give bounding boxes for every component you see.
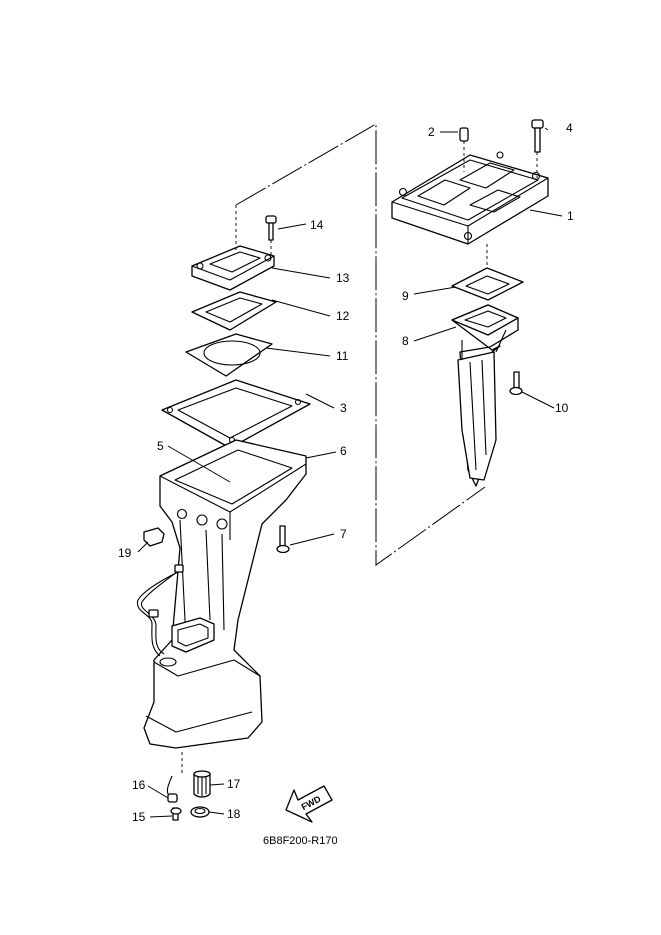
part-8-exhaust-guide[interactable] — [451, 304, 519, 487]
part-10-bolt[interactable] — [509, 371, 523, 396]
callout-leader-lines — [137, 127, 563, 818]
callout-label-8: 8 — [402, 334, 409, 348]
diagram-code: 6B8F200-R170 — [263, 835, 338, 847]
part-19-plug[interactable] — [143, 527, 165, 547]
part-4-bolt[interactable] — [531, 119, 544, 178]
callout-label-17: 17 — [227, 777, 241, 791]
part-3-gasket[interactable] — [161, 379, 311, 449]
callout-label-2: 2 — [428, 125, 435, 139]
callout-label-18: 18 — [227, 807, 241, 821]
callout-label-5: 5 — [157, 439, 164, 453]
callout-label-10: 10 — [555, 401, 569, 415]
part-2-dowel-pin[interactable] — [459, 127, 469, 172]
callout-label-15: 15 — [132, 810, 146, 824]
callout-label-6: 6 — [340, 444, 347, 458]
callout-label-1: 1 — [567, 209, 574, 223]
callout-label-7: 7 — [340, 527, 347, 541]
part-9-gasket[interactable] — [451, 244, 524, 301]
callout-label-9: 9 — [402, 289, 409, 303]
callout-label-12: 12 — [336, 309, 350, 323]
part-13-upper-plate[interactable] — [191, 205, 275, 291]
part-12-gasket[interactable] — [191, 291, 277, 331]
callout-label-14: 14 — [310, 218, 324, 232]
callout-label-11: 11 — [336, 349, 349, 363]
callout-label-4: 4 — [566, 121, 573, 135]
callout-numbers: 1 2 3 4 5 6 7 8 9 10 11 12 13 14 15 16 1… — [118, 121, 574, 824]
part-15-screw[interactable] — [170, 807, 182, 821]
callout-label-19: 19 — [118, 546, 132, 560]
part-11-gasket[interactable] — [185, 333, 273, 377]
callout-label-3: 3 — [340, 401, 347, 415]
part-7-bolt[interactable] — [276, 525, 290, 554]
callout-label-13: 13 — [336, 271, 350, 285]
part-6-upper-casing[interactable] — [143, 439, 307, 749]
callout-label-16: 16 — [132, 778, 146, 792]
part-17-grommet[interactable] — [193, 770, 211, 798]
water-pipe-hose — [136, 564, 184, 657]
part-1-mount-plate[interactable] — [391, 151, 549, 245]
part-14-bolt[interactable] — [265, 215, 277, 258]
assembly-frame-lines — [235, 123, 486, 566]
part-18-clip[interactable] — [190, 806, 210, 818]
forward-arrow-icon: FWD — [285, 785, 333, 823]
part-16-hose[interactable] — [166, 775, 178, 803]
